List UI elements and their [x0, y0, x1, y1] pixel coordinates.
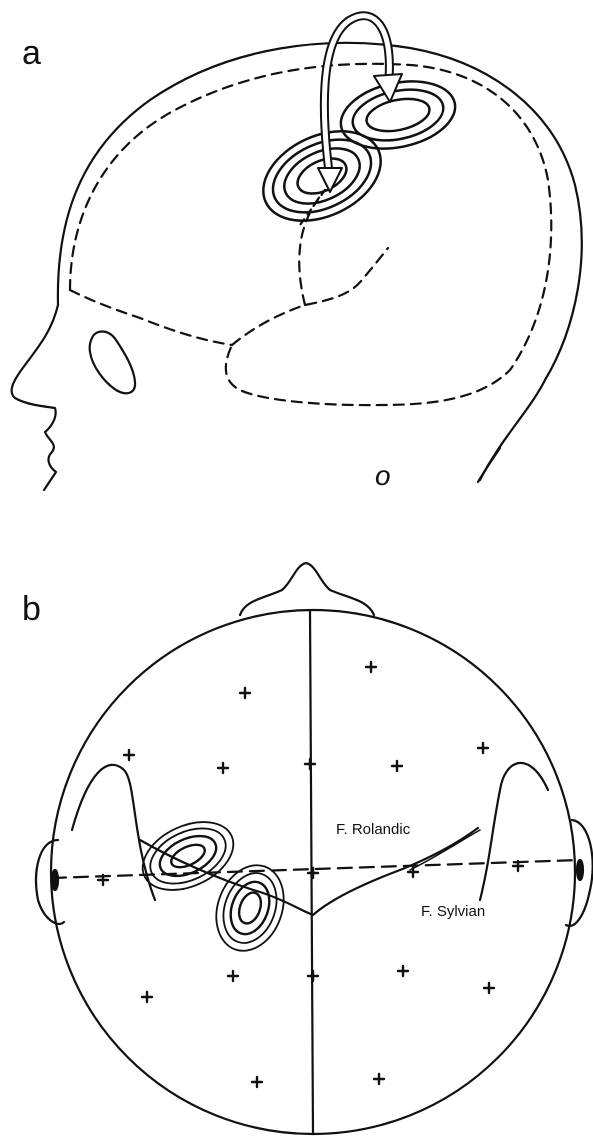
- nose-top-view: [240, 563, 374, 615]
- frontal-base-dashed: [70, 290, 232, 345]
- electrode-marker: [398, 966, 408, 976]
- left-sylvian-fissure: [72, 765, 155, 900]
- panel-a-diagram: [12, 16, 582, 490]
- panel-a-annotation: o: [375, 460, 391, 491]
- electrode-marker: [218, 763, 228, 773]
- right-sylvian-fissure: [480, 763, 548, 900]
- electrode-marker: [374, 1074, 384, 1084]
- left-ear: [36, 840, 64, 924]
- electrode-marker: [142, 992, 152, 1002]
- central-sulcus-dashed: [299, 190, 325, 305]
- rolandic-fissure: [140, 828, 478, 915]
- sylvian-label: F. Sylvian: [421, 903, 485, 920]
- face-profile: [12, 305, 58, 490]
- head-profile-outline: [58, 43, 582, 480]
- electrode-marker: [240, 688, 250, 698]
- electrode-marker: [124, 750, 134, 760]
- electrode-marker: [308, 971, 318, 981]
- ear-shape: [90, 332, 135, 394]
- panel-b-diagram: [36, 563, 593, 1134]
- interaural-dashed-line: [52, 860, 580, 878]
- electrode-marker: [252, 1077, 262, 1087]
- electrode-marker: [366, 662, 376, 672]
- electrode-marker: [484, 983, 494, 993]
- electrode-marker: [478, 743, 488, 753]
- arrowhead-lower: [318, 168, 342, 192]
- dipole-contour-left: [132, 809, 244, 904]
- rolandic-label: F. Rolandic: [336, 821, 411, 838]
- brain-outline-dashed: [70, 64, 551, 405]
- neck-line: [478, 448, 500, 482]
- electrode-marker: [392, 761, 402, 771]
- electrode-marker: [305, 759, 315, 769]
- electrode-marker: [228, 971, 238, 981]
- electrode-marker: [408, 867, 418, 877]
- sylvian-fissure-dashed: [232, 248, 388, 345]
